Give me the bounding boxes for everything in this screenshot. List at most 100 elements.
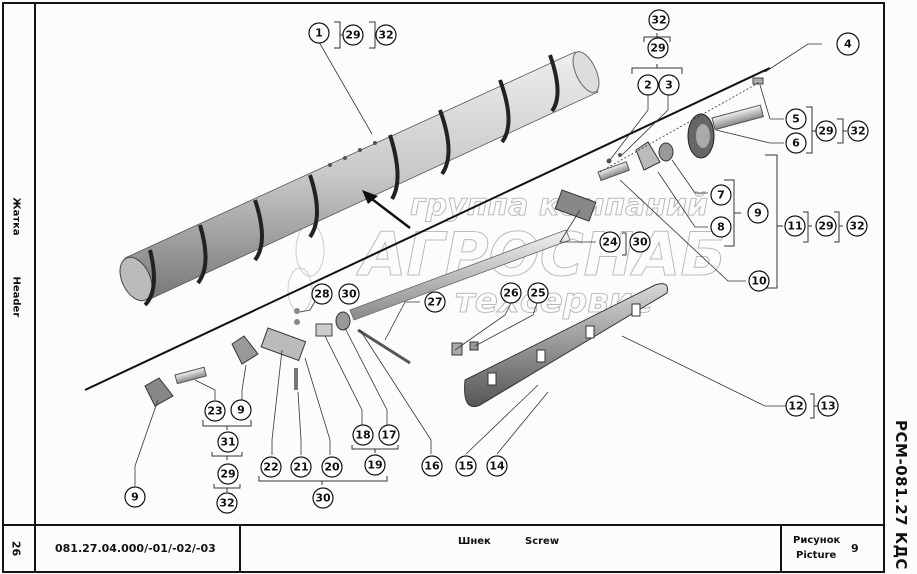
- auger-tube: [119, 51, 600, 307]
- callout-13[interactable]: 13: [817, 395, 839, 417]
- svg-text:16: 16: [424, 460, 440, 473]
- pin: [752, 77, 764, 85]
- svg-text:29: 29: [818, 125, 833, 138]
- callout-6[interactable]: 6: [785, 132, 807, 154]
- callout-1-29[interactable]: 29: [342, 24, 364, 46]
- callout-23-9[interactable]: 9: [230, 399, 252, 421]
- callout-4[interactable]: 4: [836, 32, 860, 56]
- svg-text:32: 32: [849, 220, 864, 233]
- callout-5[interactable]: 5: [785, 108, 807, 130]
- callout-15[interactable]: 15: [455, 455, 477, 477]
- callout-20[interactable]: 20: [321, 456, 343, 478]
- bearing-housing: [635, 141, 661, 171]
- svg-text:32: 32: [651, 14, 666, 27]
- callout-1-32[interactable]: 32: [375, 24, 397, 46]
- callout-31-29[interactable]: 29: [217, 463, 239, 485]
- callout-18[interactable]: 18: [352, 424, 374, 446]
- assembly-number: 081.27.04.000/-01/-02/-03: [55, 542, 216, 555]
- callout-16[interactable]: 16: [421, 455, 443, 477]
- callout-1[interactable]: 1: [308, 22, 330, 44]
- svg-text:25: 25: [530, 287, 545, 300]
- callout-31[interactable]: 31: [217, 431, 239, 453]
- long-shaft: [349, 229, 571, 321]
- svg-text:29: 29: [345, 29, 360, 42]
- callout-9-left[interactable]: 9: [124, 486, 146, 508]
- svg-text:20: 20: [324, 461, 340, 474]
- svg-text:27: 27: [427, 296, 442, 309]
- svg-text:26: 26: [503, 287, 519, 300]
- callout-23[interactable]: 23: [204, 400, 226, 422]
- left-roller: [174, 366, 207, 385]
- callout-25[interactable]: 25: [527, 282, 549, 304]
- callout-19[interactable]: 19: [364, 454, 386, 476]
- callout-17[interactable]: 17: [378, 424, 400, 446]
- svg-text:24: 24: [602, 236, 618, 249]
- svg-text:5: 5: [792, 113, 800, 126]
- callout-24[interactable]: 24: [599, 231, 621, 253]
- left-bearing-housing: [231, 335, 259, 365]
- screw-cover: [464, 283, 668, 407]
- svg-text:4: 4: [844, 38, 852, 51]
- callout-24-30[interactable]: 30: [629, 231, 651, 253]
- svg-text:29: 29: [220, 468, 235, 481]
- callout-27[interactable]: 27: [424, 291, 446, 313]
- left-column-divider: [34, 2, 36, 571]
- callout-28-30[interactable]: 30: [338, 283, 360, 305]
- callout-26[interactable]: 26: [500, 282, 522, 304]
- figure-label-en: Picture: [796, 550, 837, 561]
- svg-text:12: 12: [788, 400, 803, 413]
- svg-text:29: 29: [650, 42, 665, 55]
- drawing-frame: [2, 2, 885, 573]
- bolt-long: [294, 368, 298, 390]
- arrow-shaft: [367, 195, 411, 229]
- left-end-housing: [144, 377, 174, 407]
- callout-30-bottom[interactable]: 30: [312, 487, 334, 509]
- callout-56-32[interactable]: 32: [847, 120, 869, 142]
- callout-2[interactable]: 2: [637, 74, 659, 96]
- callout-56-29[interactable]: 29: [815, 120, 837, 142]
- svg-text:2: 2: [644, 79, 652, 92]
- svg-text:11: 11: [787, 220, 802, 233]
- svg-text:1: 1: [315, 27, 323, 40]
- svg-text:9: 9: [754, 207, 762, 220]
- roller: [597, 161, 630, 182]
- coupling: [335, 311, 351, 331]
- callout-11[interactable]: 11: [784, 215, 806, 237]
- callout-22[interactable]: 22: [260, 456, 282, 478]
- callout-23-32[interactable]: 32: [648, 9, 670, 31]
- svg-text:30: 30: [632, 236, 648, 249]
- callout-14[interactable]: 14: [486, 455, 508, 477]
- callout-28[interactable]: 28: [311, 283, 333, 305]
- svg-text:29: 29: [818, 220, 833, 233]
- svg-text:23: 23: [207, 405, 222, 418]
- watermark: группа компаний АГРОСНАБ техсервис: [287, 188, 727, 322]
- callout-11-29[interactable]: 29: [815, 215, 837, 237]
- callout-10[interactable]: 10: [748, 270, 770, 292]
- svg-text:32: 32: [850, 125, 865, 138]
- callout-11-32[interactable]: 32: [846, 215, 868, 237]
- footer-col-divider-1: [239, 525, 241, 571]
- svg-text:7: 7: [717, 189, 725, 202]
- callout-12[interactable]: 12: [785, 395, 807, 417]
- hinge: [451, 341, 479, 356]
- callout-3[interactable]: 3: [658, 74, 680, 96]
- svg-text:3: 3: [665, 79, 673, 92]
- callout-21[interactable]: 21: [290, 456, 312, 478]
- footer-divider: [2, 524, 883, 526]
- callout-8[interactable]: 8: [710, 216, 732, 238]
- callout-31-32[interactable]: 32: [216, 492, 238, 514]
- svg-text:21: 21: [293, 461, 308, 474]
- callout-23-29[interactable]: 29: [647, 37, 669, 59]
- figure-number: 9: [851, 542, 859, 555]
- title-en: Screw: [525, 536, 560, 547]
- svg-text:31: 31: [220, 436, 235, 449]
- flange-shaft: [687, 104, 765, 159]
- nuts: [294, 308, 300, 325]
- callout-78-9[interactable]: 9: [747, 202, 769, 224]
- svg-text:8: 8: [717, 221, 725, 234]
- callout-7[interactable]: 7: [710, 184, 732, 206]
- svg-text:18: 18: [355, 429, 370, 442]
- svg-text:32: 32: [378, 29, 393, 42]
- svg-text:30: 30: [315, 492, 331, 505]
